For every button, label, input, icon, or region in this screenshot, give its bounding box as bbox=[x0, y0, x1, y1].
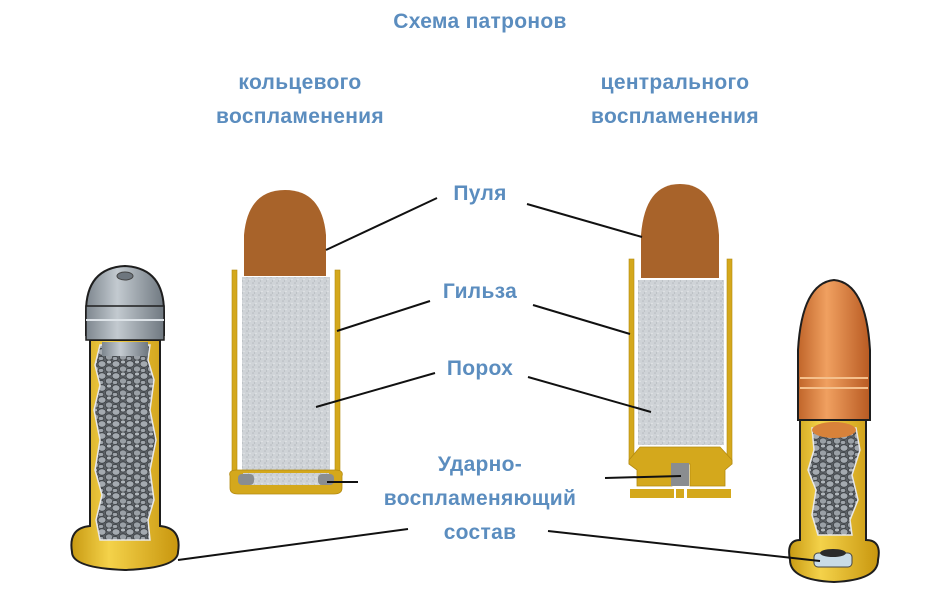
rimfire-heading-line2: воспламенения bbox=[216, 105, 384, 128]
schematic-case-wall-right-cf bbox=[726, 258, 733, 465]
powder-pellets bbox=[93, 344, 157, 541]
label-case: Гильза bbox=[442, 280, 518, 303]
label-powder: Порох bbox=[446, 357, 514, 380]
leader-primer-3d-right bbox=[547, 530, 821, 562]
cf-primer bbox=[671, 463, 689, 486]
centerfire-schematic bbox=[628, 184, 733, 498]
schematic-bullet-cf bbox=[641, 184, 719, 278]
rimfire-heading-line1: кольцевого bbox=[238, 71, 362, 94]
rim-primer-right bbox=[318, 474, 334, 485]
hollow-point bbox=[116, 271, 134, 281]
cf-rim-right bbox=[687, 489, 731, 498]
leader-powder-left bbox=[315, 372, 436, 408]
leader-powder-right bbox=[527, 376, 652, 413]
schematic-case-wall-left-cf bbox=[628, 258, 635, 465]
leader-bullet-right bbox=[526, 203, 643, 238]
rim-primer-left bbox=[238, 474, 254, 485]
centerfire-cartridge-3d bbox=[788, 278, 880, 584]
diagram-title: Схема патронов bbox=[393, 10, 567, 33]
schematic-case-wall-left bbox=[231, 269, 238, 481]
leader-case-left bbox=[336, 300, 431, 332]
rimfire-cartridge-3d bbox=[70, 264, 180, 572]
schematic-bullet bbox=[244, 190, 326, 276]
cf-rim-left bbox=[630, 489, 674, 498]
centerfire-heading-line2: воспламенения bbox=[591, 105, 759, 128]
centerfire-heading-line1: центрального bbox=[600, 71, 750, 94]
label-primer-line1: Ударно- bbox=[437, 453, 523, 476]
centerfire-heading: центрального воспламенения bbox=[535, 66, 815, 134]
rimfire-heading: кольцевого воспламенения bbox=[160, 66, 440, 134]
copper-bullet bbox=[797, 278, 871, 421]
schematic-powder bbox=[242, 277, 330, 473]
leader-primer-centerfire bbox=[604, 475, 682, 479]
label-primer-line2: воспламеняющий bbox=[383, 487, 577, 510]
label-primer: Ударно- воспламеняющий состав bbox=[340, 448, 620, 550]
label-primer-line3: состав bbox=[443, 521, 517, 544]
schematic-powder-cf bbox=[638, 280, 724, 445]
label-bullet: Пуля bbox=[453, 182, 507, 205]
leader-bullet-left bbox=[325, 197, 438, 251]
leader-primer-3d-left bbox=[177, 528, 409, 561]
powder-pellets-cf bbox=[807, 427, 861, 536]
rimfire-schematic bbox=[229, 190, 343, 495]
leader-case-right bbox=[532, 304, 631, 335]
leader-lines bbox=[177, 197, 821, 562]
